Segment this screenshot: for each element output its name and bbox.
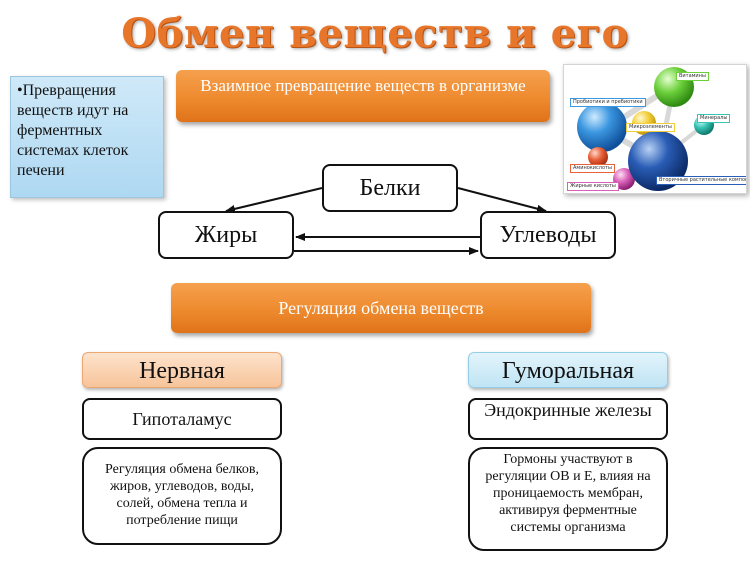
node-carbs: Углеводы [480, 211, 616, 259]
regulation-banner: Регуляция обмена веществ [171, 283, 591, 333]
node-proteins: Белки [322, 164, 458, 212]
label-secondary-components: Вторичные растительные компоненты [656, 176, 746, 185]
label-fatty-acids: Жирные кислоты [567, 182, 619, 191]
label-vitamins: Витамины [676, 72, 709, 81]
nervous-description: Регуляция обмена белков, жиров, углеводо… [82, 447, 282, 545]
interconversion-banner: Взаимное превращение веществ в организме [176, 70, 550, 122]
liver-note: •Превращения веществ идут на ферментных … [10, 76, 164, 198]
label-microelements: Микроэлементы [626, 123, 675, 132]
humoral-description: Гормоны участвуют в регуляции ОВ и Е, вл… [468, 447, 668, 551]
humoral-header: Гуморальная [468, 352, 668, 388]
probiotics-sphere [577, 102, 627, 152]
arrow-proteins-to-carbs [457, 187, 547, 213]
amino-acids-sphere [588, 147, 608, 167]
label-probiotics: Пробиотики и пребиотики [570, 98, 646, 107]
node-fats: Жиры [158, 211, 294, 259]
arrow-proteins-to-fats [225, 187, 323, 213]
label-amino-acids: Аминокислоты [570, 164, 615, 173]
endocrine-glands-box: Эндокринные железы [468, 398, 668, 440]
hypothalamus-box: Гипоталамус [82, 398, 282, 440]
nutrients-illustration: Витамины Пробиотики и пребиотики Минерал… [563, 64, 747, 194]
nervous-header: Нервная [82, 352, 282, 388]
label-minerals: Минералы [697, 114, 731, 123]
